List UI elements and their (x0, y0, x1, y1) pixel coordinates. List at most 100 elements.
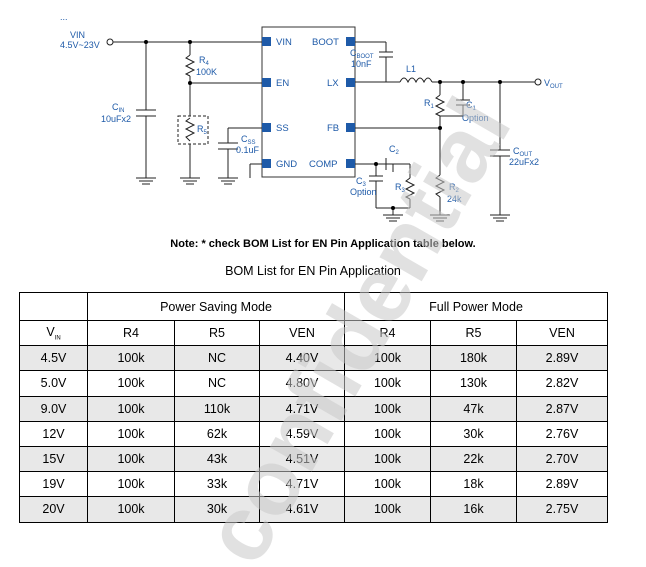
table-cell: 100k (344, 420, 431, 447)
r4-label: R4 (199, 55, 210, 67)
group-power-saving: Power Saving Mode (87, 292, 345, 321)
vin-range: 4.5V~23V (60, 40, 100, 50)
table-cell: 2.87V (515, 395, 609, 422)
table-cell: 4.80V (259, 370, 345, 397)
col-header: R5 (174, 319, 260, 347)
bom-note: Note: * check BOM List for EN Pin Applic… (170, 238, 476, 250)
table-cell: 110k (174, 395, 260, 422)
table-cell: 2.76V (515, 420, 609, 447)
table-cell: NC (174, 370, 260, 397)
vin-label: VIN (70, 30, 85, 40)
table-cell: 4.51V (259, 445, 345, 473)
table-cell: 18k (430, 471, 517, 498)
r2-label: R2 (449, 182, 460, 194)
table-cell: 100k (87, 370, 175, 397)
table-cell: 12V (19, 420, 88, 447)
bom-title: BOM List for EN Pin Application (225, 264, 401, 278)
bom-group-header-row: Power Saving Mode Full Power Mode (19, 292, 609, 321)
table-cell: 100k (344, 395, 431, 422)
r5-label: R5 (197, 124, 208, 136)
c3-label: C3 (356, 176, 367, 188)
vout-label: VOUT (544, 78, 563, 90)
bom-table: Power Saving Mode Full Power Mode VIN R4… (19, 292, 609, 523)
table-cell: 2.75V (515, 496, 609, 523)
table-cell: 30k (174, 496, 260, 523)
pin-ss: SS (276, 123, 289, 134)
table-cell: 19V (19, 471, 88, 498)
table-cell: 100k (344, 471, 431, 498)
l1-label: L1 (406, 64, 416, 74)
pin-gnd: GND (276, 159, 297, 170)
table-cell: 30k (430, 420, 517, 447)
r4-value: 100K (196, 67, 217, 77)
css-value: 0.1uF (236, 145, 260, 155)
table-cell: 100k (87, 445, 175, 473)
r2-value: 24k (447, 194, 462, 204)
group-full-power: Full Power Mode (343, 292, 609, 321)
cin-label: CIN (112, 102, 125, 114)
pin-en: EN (276, 78, 289, 89)
css-label: CSS (241, 134, 256, 146)
col-header: R4 (87, 319, 175, 347)
table-cell: 4.59V (259, 420, 345, 447)
table-cell: 100k (87, 420, 175, 447)
header-fragment: ... (60, 12, 68, 22)
cboot-label: CBOOT (350, 48, 374, 60)
table-cell: 130k (430, 370, 517, 397)
table-cell: 47k (430, 395, 517, 422)
cboot-value: 10nF (351, 59, 372, 69)
table-cell: 4.71V (259, 395, 345, 422)
table-cell: 43k (174, 445, 260, 473)
cout-label: COUT (513, 146, 533, 158)
pin-boot: BOOT (312, 37, 339, 48)
table-cell: 2.70V (515, 445, 609, 473)
table-cell: 100k (344, 445, 431, 473)
c3-note: Option (350, 187, 377, 197)
col-header: VEN (259, 319, 345, 347)
table-cell: 180k (430, 345, 517, 372)
table-cell: 100k (87, 395, 175, 422)
table-cell: 4.5V (19, 345, 88, 372)
table-cell: 9.0V (19, 395, 88, 422)
table-cell: 22k (430, 445, 517, 473)
table-cell: NC (174, 345, 260, 372)
table-cell: 4.61V (259, 496, 345, 523)
table-cell: 33k (174, 471, 260, 498)
col-header: VEN (515, 319, 609, 347)
c2-label: C2 (389, 144, 400, 156)
bom-column-header-row: VIN R4 R5 VEN R4 R5 VEN (19, 319, 609, 347)
col-header: R4 (344, 319, 431, 347)
table-cell: 100k (344, 496, 431, 523)
table-cell: 2.82V (515, 370, 609, 397)
pin-comp: COMP (309, 159, 338, 170)
table-cell: 100k (344, 345, 431, 372)
pin-lx: LX (327, 78, 339, 89)
r1-label: R1 (424, 98, 435, 110)
pin-fb: FB (327, 123, 339, 134)
table-cell: 5.0V (19, 370, 88, 397)
pin-vin: VIN (276, 37, 292, 48)
c1-label: C1 (466, 100, 477, 112)
table-cell: 100k (87, 345, 175, 372)
cin-value: 10uFx2 (101, 114, 131, 124)
cout-value: 22uFx2 (509, 157, 539, 167)
table-cell: 16k (430, 496, 517, 523)
table-cell: 2.89V (515, 345, 609, 372)
r3-label: R3 (395, 182, 406, 194)
table-cell: 100k (344, 370, 431, 397)
table-cell: 2.89V (515, 471, 609, 498)
col-header: R5 (430, 319, 517, 347)
col-header-vin: VIN (19, 319, 88, 347)
table-cell: 100k (87, 496, 175, 523)
table-cell: 4.71V (259, 471, 345, 498)
table-cell: 100k (87, 471, 175, 498)
table-cell: 15V (19, 445, 88, 473)
schematic-diagram: ... VIN 4.5V~23V R4 100K R5 CIN 10uFx2 C… (60, 12, 563, 222)
c1-note: Option (462, 113, 489, 123)
